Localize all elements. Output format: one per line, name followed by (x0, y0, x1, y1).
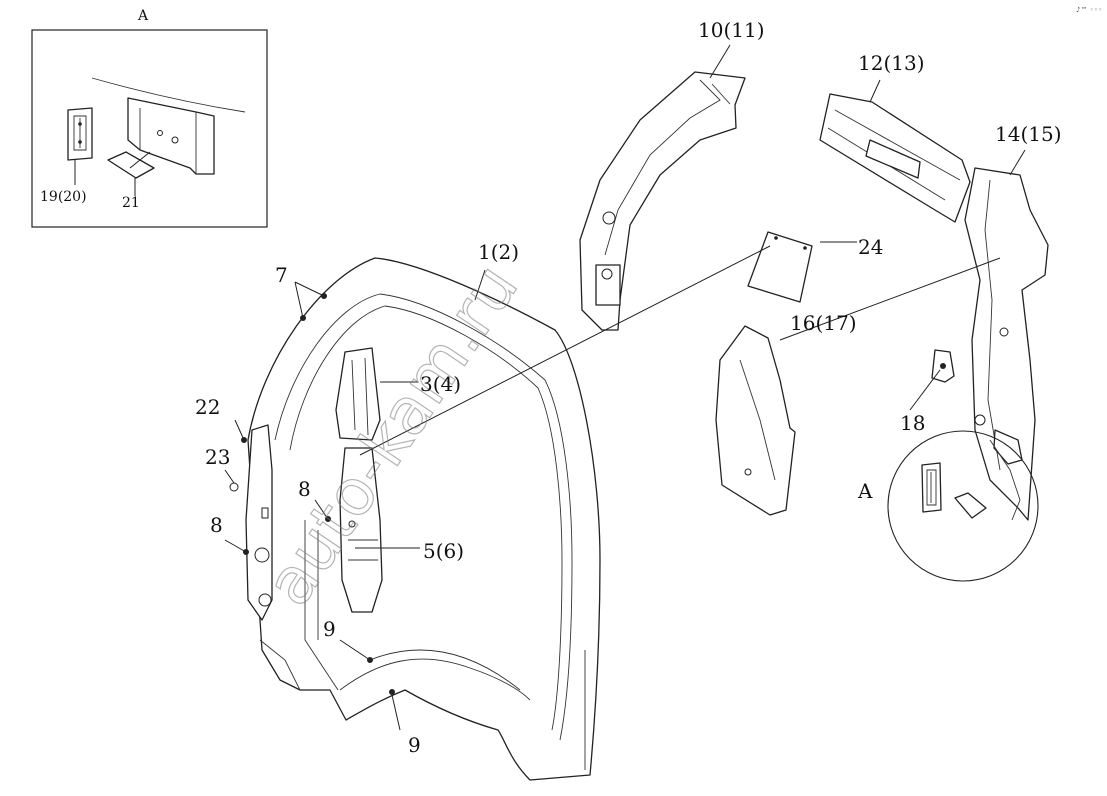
label-19-20: 19(20) (40, 189, 87, 205)
label-1-2: 1(2) (478, 240, 519, 264)
label-24: 24 (858, 235, 883, 259)
part-16-17-trim-panel (715, 325, 796, 516)
label-8-b: 8 (210, 513, 223, 537)
label-3-4: 3(4) (420, 372, 461, 396)
part-3-4-reinforcement (335, 347, 381, 441)
label-16-17: 16(17) (790, 311, 857, 335)
part-24-panel (747, 231, 813, 303)
label-7: 7 (275, 263, 288, 287)
label-14-15: 14(15) (995, 122, 1062, 146)
bolt-9b (389, 689, 395, 695)
label-9-b: 9 (408, 733, 421, 757)
part-5-6-reinforcement (339, 447, 383, 613)
inset-frame (31, 29, 268, 228)
label-5-6: 5(6) (423, 539, 464, 563)
label-21: 21 (122, 195, 140, 211)
detail-title: A (857, 479, 873, 503)
part-12-13-roof-bow (819, 93, 971, 223)
detail-circle-a: A (857, 430, 1039, 582)
label-12-13: 12(13) (858, 51, 925, 75)
inset-title: A (137, 8, 149, 24)
label-10-11: 10(11) (698, 18, 765, 42)
label-22: 22 (195, 395, 220, 419)
label-8-a: 8 (298, 477, 311, 501)
label-9-a: 9 (323, 617, 336, 641)
part-21-bracket (107, 151, 155, 179)
part-10-11-roof-rail (579, 71, 746, 331)
part-1-2-side-frame (245, 257, 601, 781)
inset-detail-a: A 19(20) 21 (31, 8, 268, 228)
corner-mark: ♪™ ◦◦◦ (1076, 6, 1102, 14)
inset-roof-curve (91, 77, 246, 113)
part-labels: 1(2) 3(4) 5(6) 7 8 8 9 9 10(11) 12(13) 1… (195, 18, 1062, 757)
part-14-15-rear-pillar (964, 167, 1049, 521)
clip-23 (229, 482, 239, 492)
label-18: 18 (900, 411, 925, 435)
leader-lines (224, 44, 1026, 731)
label-23: 23 (205, 445, 230, 469)
